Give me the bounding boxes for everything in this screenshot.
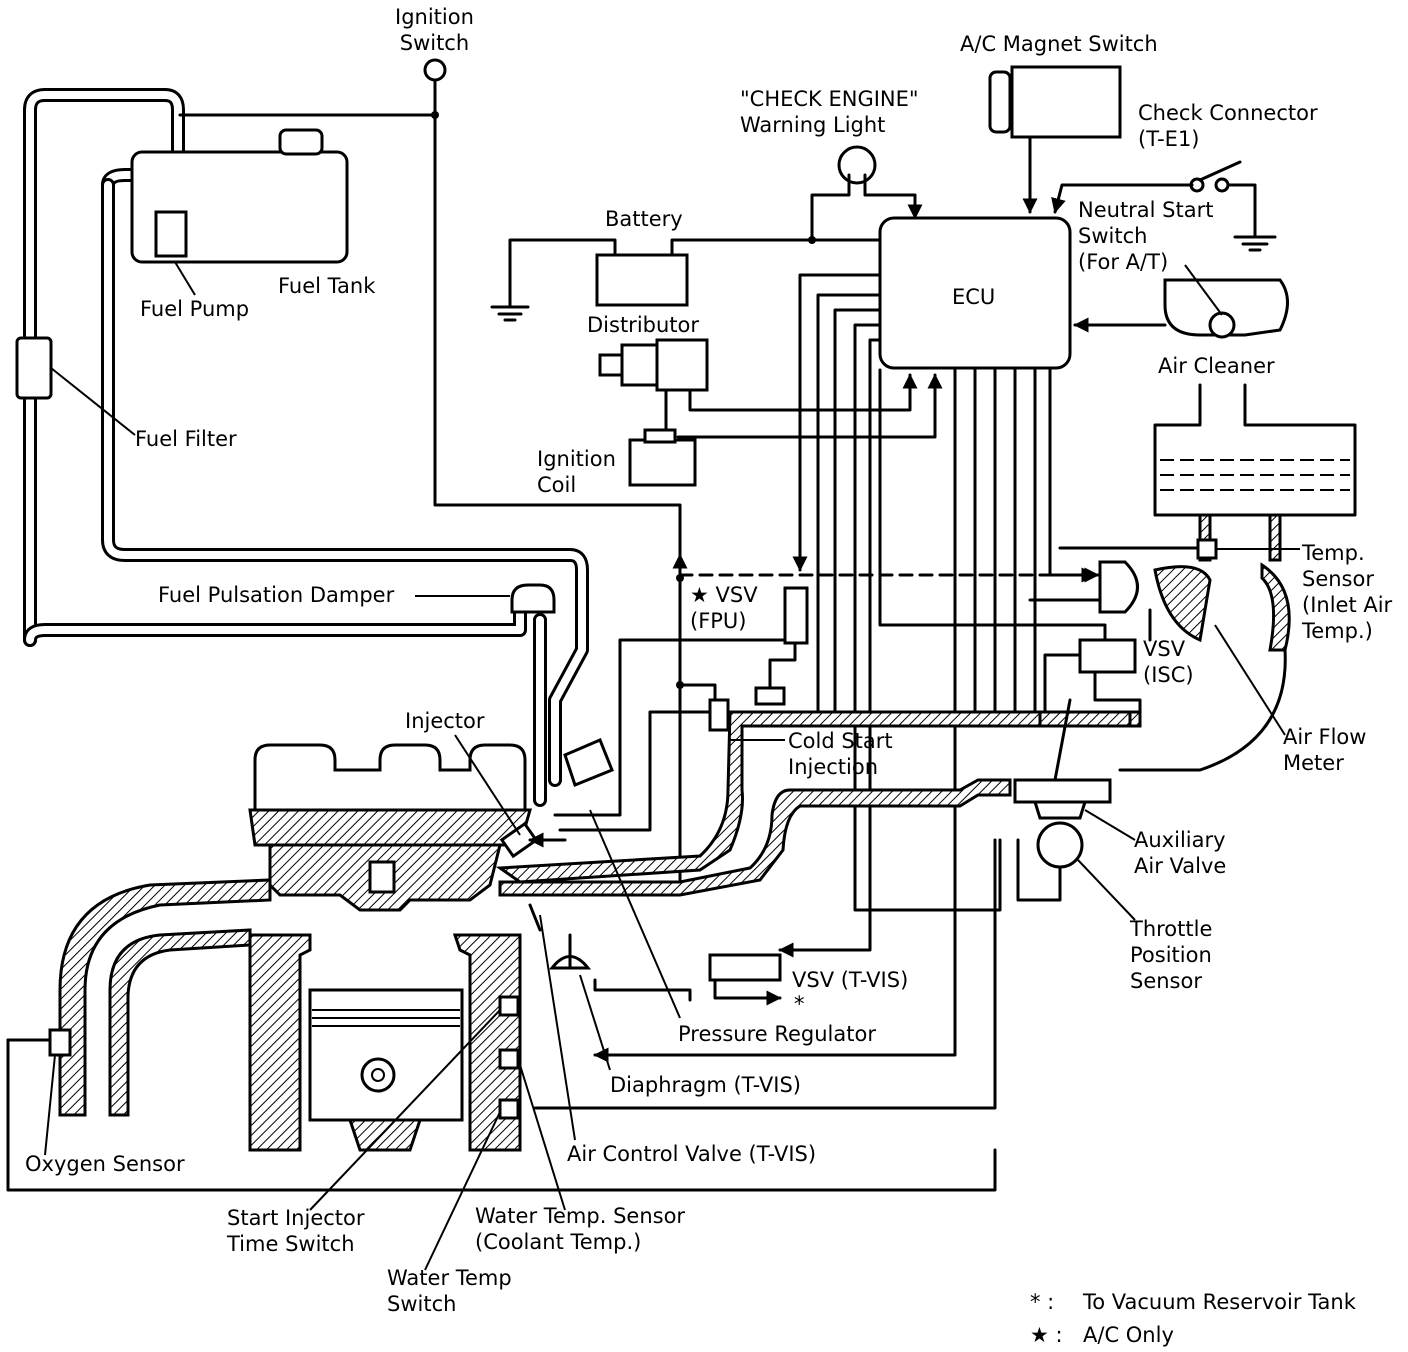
air-flow-meter	[1118, 562, 1291, 772]
ignition-coil	[628, 373, 943, 487]
label-ecu: ECU	[952, 285, 996, 309]
label-distributor: Distributor	[587, 313, 700, 337]
injector-part	[454, 734, 567, 859]
check-engine-light	[810, 145, 923, 242]
label-ac-magnet-switch: A/C Magnet Switch	[960, 32, 1158, 56]
label-vsv-fpu: ★ VSV (FPU)	[690, 583, 758, 633]
label-auxiliary-air-valve: Auxiliary Air Valve	[1134, 828, 1227, 878]
pressure-regulator-part	[563, 738, 681, 1019]
label-check-connector: Check Connector (T-E1)	[1138, 101, 1318, 151]
label-ignition-switch: Ignition Switch	[395, 5, 474, 55]
legend-text: A/C Only	[1083, 1323, 1174, 1347]
air-cleaner	[1153, 383, 1357, 562]
intake-manifold	[495, 710, 1142, 897]
vsv-tvis-upper	[1098, 560, 1139, 614]
label-vsv-tvis: VSV (T-VIS)	[792, 968, 909, 992]
fuel-lines	[23, 88, 589, 807]
label-check-engine-light: "CHECK ENGINE" Warning Light	[740, 87, 919, 137]
label-cold-start-injection: Cold Start Injection	[788, 729, 893, 779]
throttle-body	[1013, 698, 1136, 841]
label-pressure-regulator: Pressure Regulator	[678, 1022, 876, 1046]
label-start-injector-time-switch: Start Injector Time Switch	[227, 1206, 365, 1256]
check-connector	[1051, 160, 1277, 252]
vsv-isc	[1043, 608, 1152, 722]
label-fuel-filter: Fuel Filter	[135, 427, 237, 451]
label-injector: Injector	[405, 709, 485, 733]
legend-symbol: * :	[1030, 1290, 1055, 1314]
label-air-flow-meter: Air Flow Meter	[1283, 725, 1367, 775]
air-control-valve-part	[528, 903, 576, 1141]
neutral-start-switch	[1073, 264, 1289, 339]
label-throttle-position-sensor: Throttle Position Sensor	[1130, 917, 1213, 993]
temp-sensor	[1196, 538, 1300, 560]
legend-text: To Vacuum Reservoir Tank	[1083, 1290, 1356, 1314]
label-temp-sensor: Temp. Sensor (Inlet Air Temp.)	[1302, 541, 1393, 643]
vsv-tvis-lower	[708, 953, 782, 1006]
label-battery: Battery	[605, 207, 683, 231]
label-fuel-tank: Fuel Tank	[278, 274, 376, 298]
vsv-fpu	[553, 586, 809, 817]
label-neutral-start-switch: Neutral Start Switch (For A/T)	[1078, 198, 1214, 274]
label-diaphragm-tvis: Diaphragm (T-VIS)	[610, 1073, 801, 1097]
distributor	[598, 338, 918, 432]
label-oxygen-sensor: Oxygen Sensor	[25, 1152, 185, 1176]
oxygen-sensor-part	[44, 1028, 72, 1156]
legend-symbol: ★ :	[1030, 1323, 1063, 1347]
throttle-position-sensor	[1016, 821, 1136, 921]
label-air-cleaner: Air Cleaner	[1158, 354, 1275, 378]
label-fuel-pulsation-damper: Fuel Pulsation Damper	[158, 583, 395, 607]
ignition-switch	[178, 58, 723, 887]
label-vsv-tvis-star: *	[794, 992, 805, 1016]
label-water-temp-sensor: Water Temp. Sensor (Coolant Temp.)	[475, 1204, 686, 1254]
water-sensors	[309, 995, 566, 1271]
label-vsv-isc: VSV (ISC)	[1143, 637, 1194, 687]
label-water-temp-switch: Water Temp Switch	[387, 1266, 512, 1316]
diaphragm-part	[548, 933, 692, 1071]
ac-magnet-switch	[988, 65, 1122, 214]
label-ignition-coil: Ignition Coil	[537, 447, 616, 497]
fuel-pump	[154, 210, 188, 258]
battery	[490, 236, 887, 322]
engine	[58, 743, 532, 1152]
ecu	[878, 216, 1072, 370]
cold-start-injector	[558, 686, 786, 832]
label-fuel-pump: Fuel Pump	[140, 297, 250, 321]
label-air-control-valve: Air Control Valve (T-VIS)	[567, 1142, 817, 1166]
fuel-filter	[15, 336, 136, 436]
fuel-pulsation-damper	[415, 583, 556, 614]
